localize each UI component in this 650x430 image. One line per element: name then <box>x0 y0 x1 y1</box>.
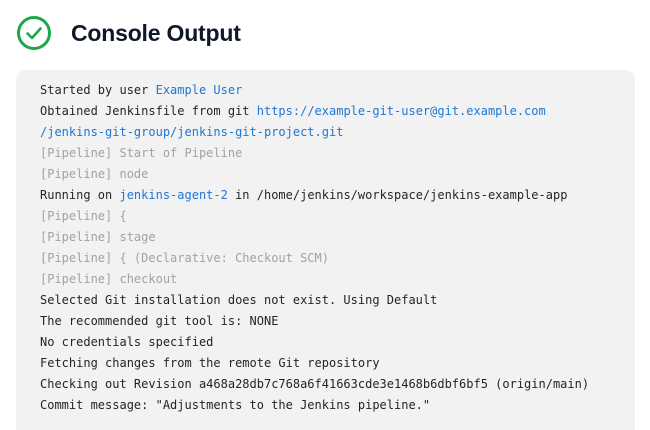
console-line: Running on jenkins-agent-2 in /home/jenk… <box>40 185 611 206</box>
console-text: in /home/jenkins/workspace/jenkins-examp… <box>227 188 568 202</box>
console-muted-text: [Pipeline] stage <box>40 230 156 244</box>
console-line: [Pipeline] node <box>40 164 611 185</box>
console-line: [Pipeline] Start of Pipeline <box>40 143 611 164</box>
console-text: Started by user <box>40 83 156 97</box>
console-text: Commit message: "Adjustments to the Jenk… <box>40 398 431 412</box>
console-text: No credentials specified <box>40 335 214 349</box>
console-line: /jenkins-git-group/jenkins-git-project.g… <box>40 122 611 143</box>
check-circle-icon <box>16 15 52 51</box>
console-line: [Pipeline] { <box>40 206 611 227</box>
console-line: [Pipeline] stage <box>40 227 611 248</box>
console-muted-text: [Pipeline] Start of Pipeline <box>40 146 243 160</box>
console-line: No credentials specified <box>40 332 611 353</box>
console-text: Checking out Revision a468a28db7c768a6f4… <box>40 377 590 391</box>
console-text: Running on <box>40 188 120 202</box>
console-muted-text: [Pipeline] checkout <box>40 272 178 286</box>
console-output-header: Console Output <box>0 0 650 53</box>
console-text: Fetching changes from the remote Git rep… <box>40 356 380 370</box>
console-link[interactable]: Example User <box>155 83 243 97</box>
console-link[interactable]: /jenkins-git-group/jenkins-git-project.g… <box>40 125 344 139</box>
console-line: Selected Git installation does not exist… <box>40 290 611 311</box>
console-line: [Pipeline] { (Declarative: Checkout SCM) <box>40 248 611 269</box>
console-line: The recommended git tool is: NONE <box>40 311 611 332</box>
console-text: Selected Git installation does not exist… <box>40 293 438 307</box>
console-line: Commit message: "Adjustments to the Jenk… <box>40 395 611 416</box>
console-text: Obtained Jenkinsfile from git <box>40 104 257 118</box>
console-line: [Pipeline] checkout <box>40 269 611 290</box>
console-muted-text: [Pipeline] { (Declarative: Checkout SCM) <box>40 251 329 265</box>
console-line: Started by user Example User <box>40 80 611 101</box>
console-line: Checking out Revision a468a28db7c768a6f4… <box>40 374 611 395</box>
console-line: Obtained Jenkinsfile from git https://ex… <box>40 101 611 122</box>
console-link[interactable]: https://example-git-user@git.example.com <box>256 104 546 118</box>
console-muted-text: [Pipeline] { <box>40 209 127 223</box>
console-line: Fetching changes from the remote Git rep… <box>40 353 611 374</box>
console-link[interactable]: jenkins-agent-2 <box>119 188 228 202</box>
console-text: The recommended git tool is: NONE <box>40 314 279 328</box>
console-muted-text: [Pipeline] node <box>40 167 149 181</box>
page-title: Console Output <box>71 19 241 46</box>
